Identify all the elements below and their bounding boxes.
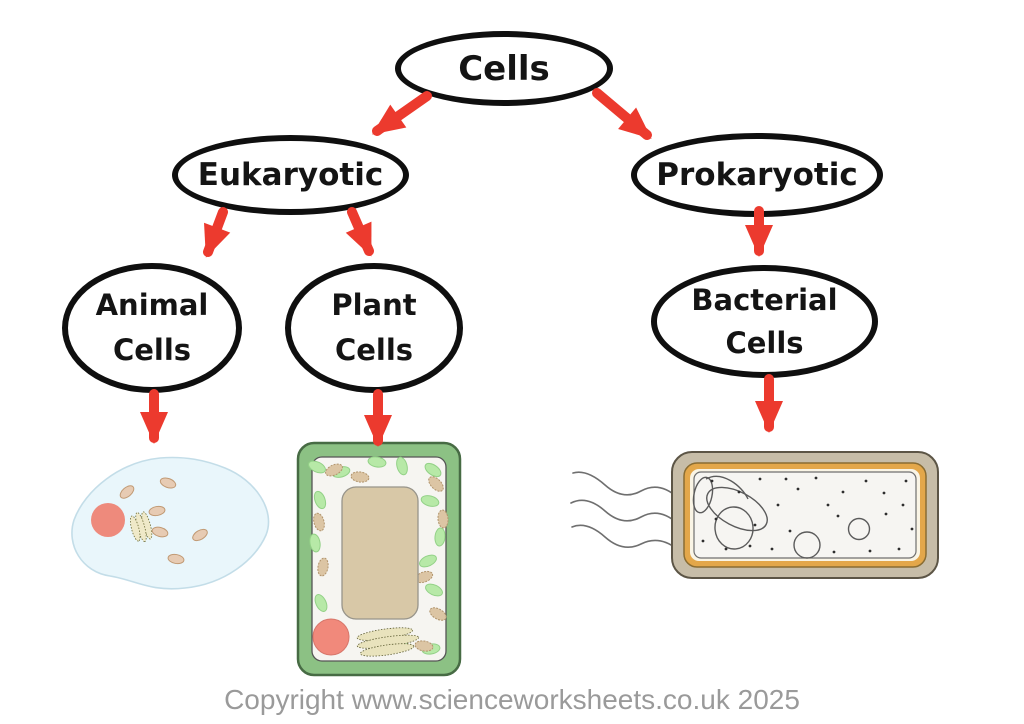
node-bacterial-cells: Bacterial Cells <box>651 265 878 378</box>
animal-nucleus <box>91 503 125 537</box>
bacterial-flagella <box>570 471 678 550</box>
animal-cell-illustration <box>71 456 270 590</box>
plant-cell-wall <box>296 441 462 677</box>
plant-chloroplasts <box>308 456 446 655</box>
node-plant-cells-label-line2: Cells <box>334 333 414 367</box>
node-plant-cells-label-line1: Plant <box>331 288 417 323</box>
plant-mitochondria <box>313 463 449 652</box>
node-bacterial-cells-label-line2: Cells <box>725 325 804 360</box>
node-animal-cells: Animal Cells <box>62 263 242 393</box>
node-bacterial-cells-label-line1: Bacterial <box>691 283 838 318</box>
node-plant-cells: Plant Cells <box>285 263 463 393</box>
arrow-eukaryotic-to-plant <box>345 207 374 257</box>
bacterial-ribosomes <box>701 476 914 554</box>
arrow-eukaryotic-to-animal <box>203 207 231 258</box>
plant-golgi-icon <box>356 627 420 657</box>
copyright-text: Copyright www.scienceworksheets.co.uk 20… <box>224 684 800 715</box>
plant-cell-membrane <box>311 456 447 662</box>
bacterial-plasmids <box>793 517 871 559</box>
bacterial-capsule <box>671 451 939 579</box>
bacterial-cytoplasm <box>693 471 917 559</box>
animal-golgi-icon <box>129 511 153 542</box>
animal-cell-membrane <box>71 456 270 590</box>
node-animal-cells-label-line1: Animal <box>95 288 209 323</box>
arrow-cells-to-eukaryotic <box>372 91 432 136</box>
node-eukaryotic-label: Eukaryotic <box>197 157 384 193</box>
bacterial-cell-wall <box>683 462 927 568</box>
bacterial-cell-illustration <box>570 451 939 579</box>
node-prokaryotic: Prokaryotic <box>631 133 883 217</box>
node-eukaryotic: Eukaryotic <box>172 135 409 215</box>
bacterial-membrane <box>690 469 920 561</box>
bacterial-nucleoid-dna <box>692 475 768 550</box>
node-animal-cells-label-line2: Cells <box>112 333 192 367</box>
arrow-cells-to-prokaryotic <box>592 88 652 140</box>
node-cells: Cells <box>395 31 613 106</box>
node-cells-label: Cells <box>458 48 550 89</box>
animal-mitochondria <box>119 477 208 565</box>
plant-cell-illustration <box>296 441 462 677</box>
plant-nucleus <box>312 618 350 656</box>
node-prokaryotic-label: Prokaryotic <box>656 157 858 193</box>
plant-vacuole <box>341 486 419 620</box>
